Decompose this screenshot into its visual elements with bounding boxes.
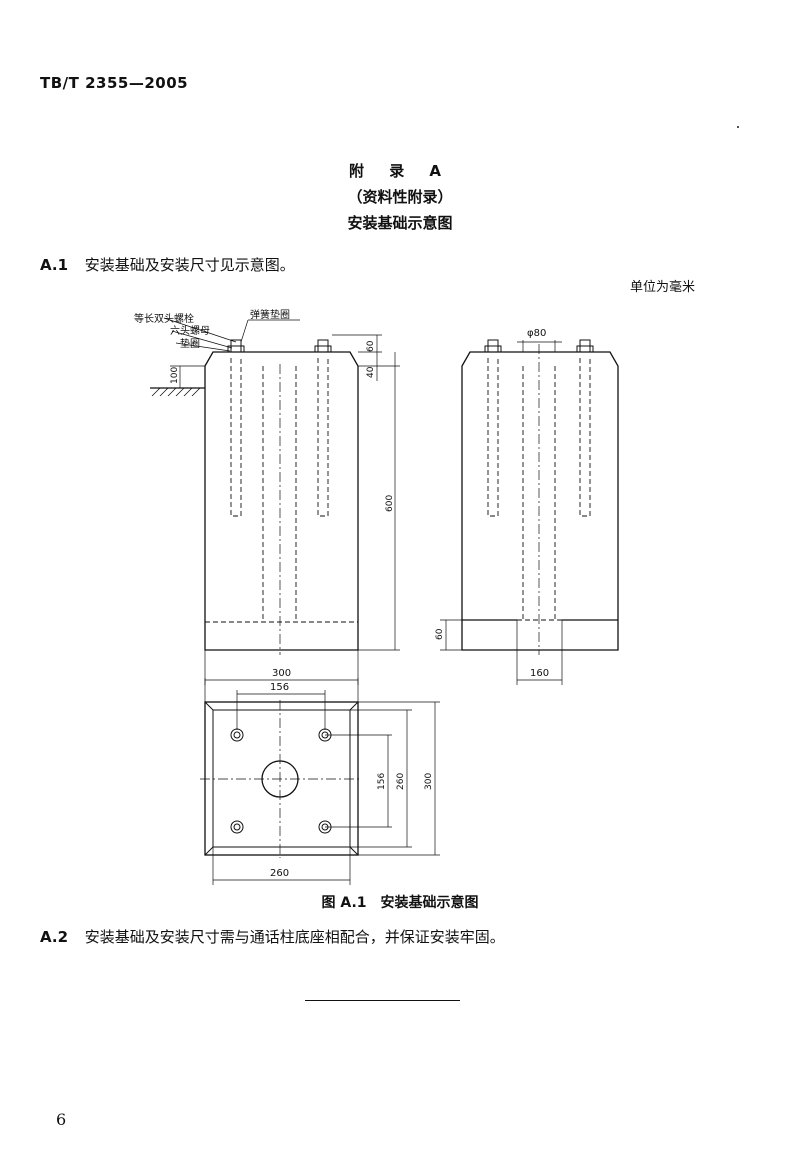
front-view — [150, 317, 400, 685]
scan-speck — [737, 126, 739, 128]
section-a1: A.1 安装基础及安装尺寸见示意图。 — [40, 254, 295, 275]
unit-note: 单位为毫米 — [630, 280, 696, 295]
dim-plan-bolt-x: 156 — [270, 682, 289, 693]
dim-plan-bolt-y: 156 — [377, 773, 387, 790]
dim-above-ground: 100 — [170, 367, 180, 384]
appendix-type: （资料性附录） — [347, 188, 453, 206]
appendix-subtitle: 安装基础示意图 — [347, 214, 453, 232]
standard-code: TB/T 2355—2005 — [40, 74, 189, 92]
label-washer: 垫圈 — [180, 337, 200, 350]
side-view — [440, 339, 619, 685]
plan-view — [200, 678, 440, 885]
section-number: A.1 — [40, 256, 69, 274]
dim-plan-height: 300 — [424, 773, 434, 790]
page-number: 6 — [56, 1110, 67, 1129]
label-stud-bolt: 等长双头螺栓 — [134, 312, 194, 325]
section-number: A.2 — [40, 928, 69, 946]
dim-plan-inner-height: 260 — [396, 773, 406, 790]
dim-front-height: 600 — [385, 495, 395, 512]
dim-front-top-recess: 40 — [366, 366, 376, 378]
end-rule — [305, 1000, 460, 1001]
label-hex-nut: 六头螺母 — [170, 325, 210, 337]
section-text: 安装基础及安装尺寸见示意图。 — [84, 256, 295, 274]
dim-plan-inner-width: 260 — [270, 868, 289, 879]
dim-front-width: 300 — [272, 668, 291, 679]
section-a2: A.2 安装基础及安装尺寸需与通话柱底座相配合，并保证安装牢固。 — [40, 926, 505, 947]
label-spring-washer: 弹簧垫圈 — [250, 308, 290, 321]
dim-side-bottom-width: 160 — [530, 668, 549, 679]
dim-side-bottom-height: 60 — [435, 628, 445, 640]
dim-front-top-bolt: 60 — [366, 340, 376, 352]
section-text: 安装基础及安装尺寸需与通话柱底座相配合，并保证安装牢固。 — [84, 928, 505, 946]
figure-caption: 图 A.1 安装基础示意图 — [321, 895, 479, 911]
dim-side-hole-dia: φ80 — [527, 328, 546, 339]
appendix-title: 附 录 A — [348, 162, 452, 180]
